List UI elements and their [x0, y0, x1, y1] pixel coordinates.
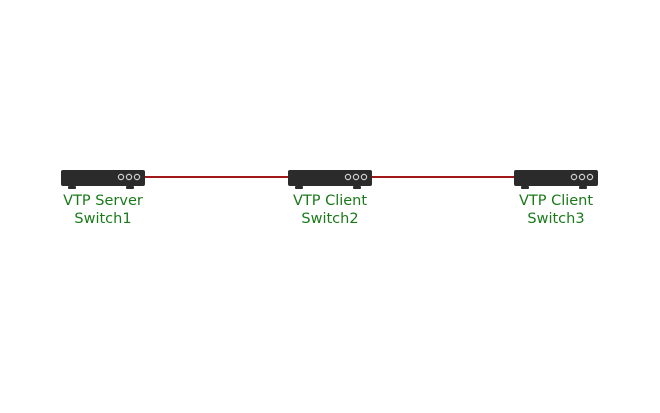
network-switch-icon — [288, 170, 372, 189]
network-switch-icon — [514, 170, 598, 189]
network-switch-icon — [61, 170, 145, 189]
switch1-node[interactable]: VTP Server Switch1 — [43, 168, 163, 228]
node-role-label: VTP Server — [63, 193, 143, 209]
switch2-node[interactable]: VTP Client Switch2 — [270, 168, 390, 228]
node-name-label: Switch2 — [301, 211, 359, 227]
node-name-label: Switch1 — [74, 211, 132, 227]
switch3-node[interactable]: VTP Client Switch3 — [496, 168, 616, 228]
node-role-label: VTP Client — [518, 193, 594, 209]
node-name-label: Switch3 — [527, 211, 585, 227]
node-role-label: VTP Client — [292, 193, 368, 209]
